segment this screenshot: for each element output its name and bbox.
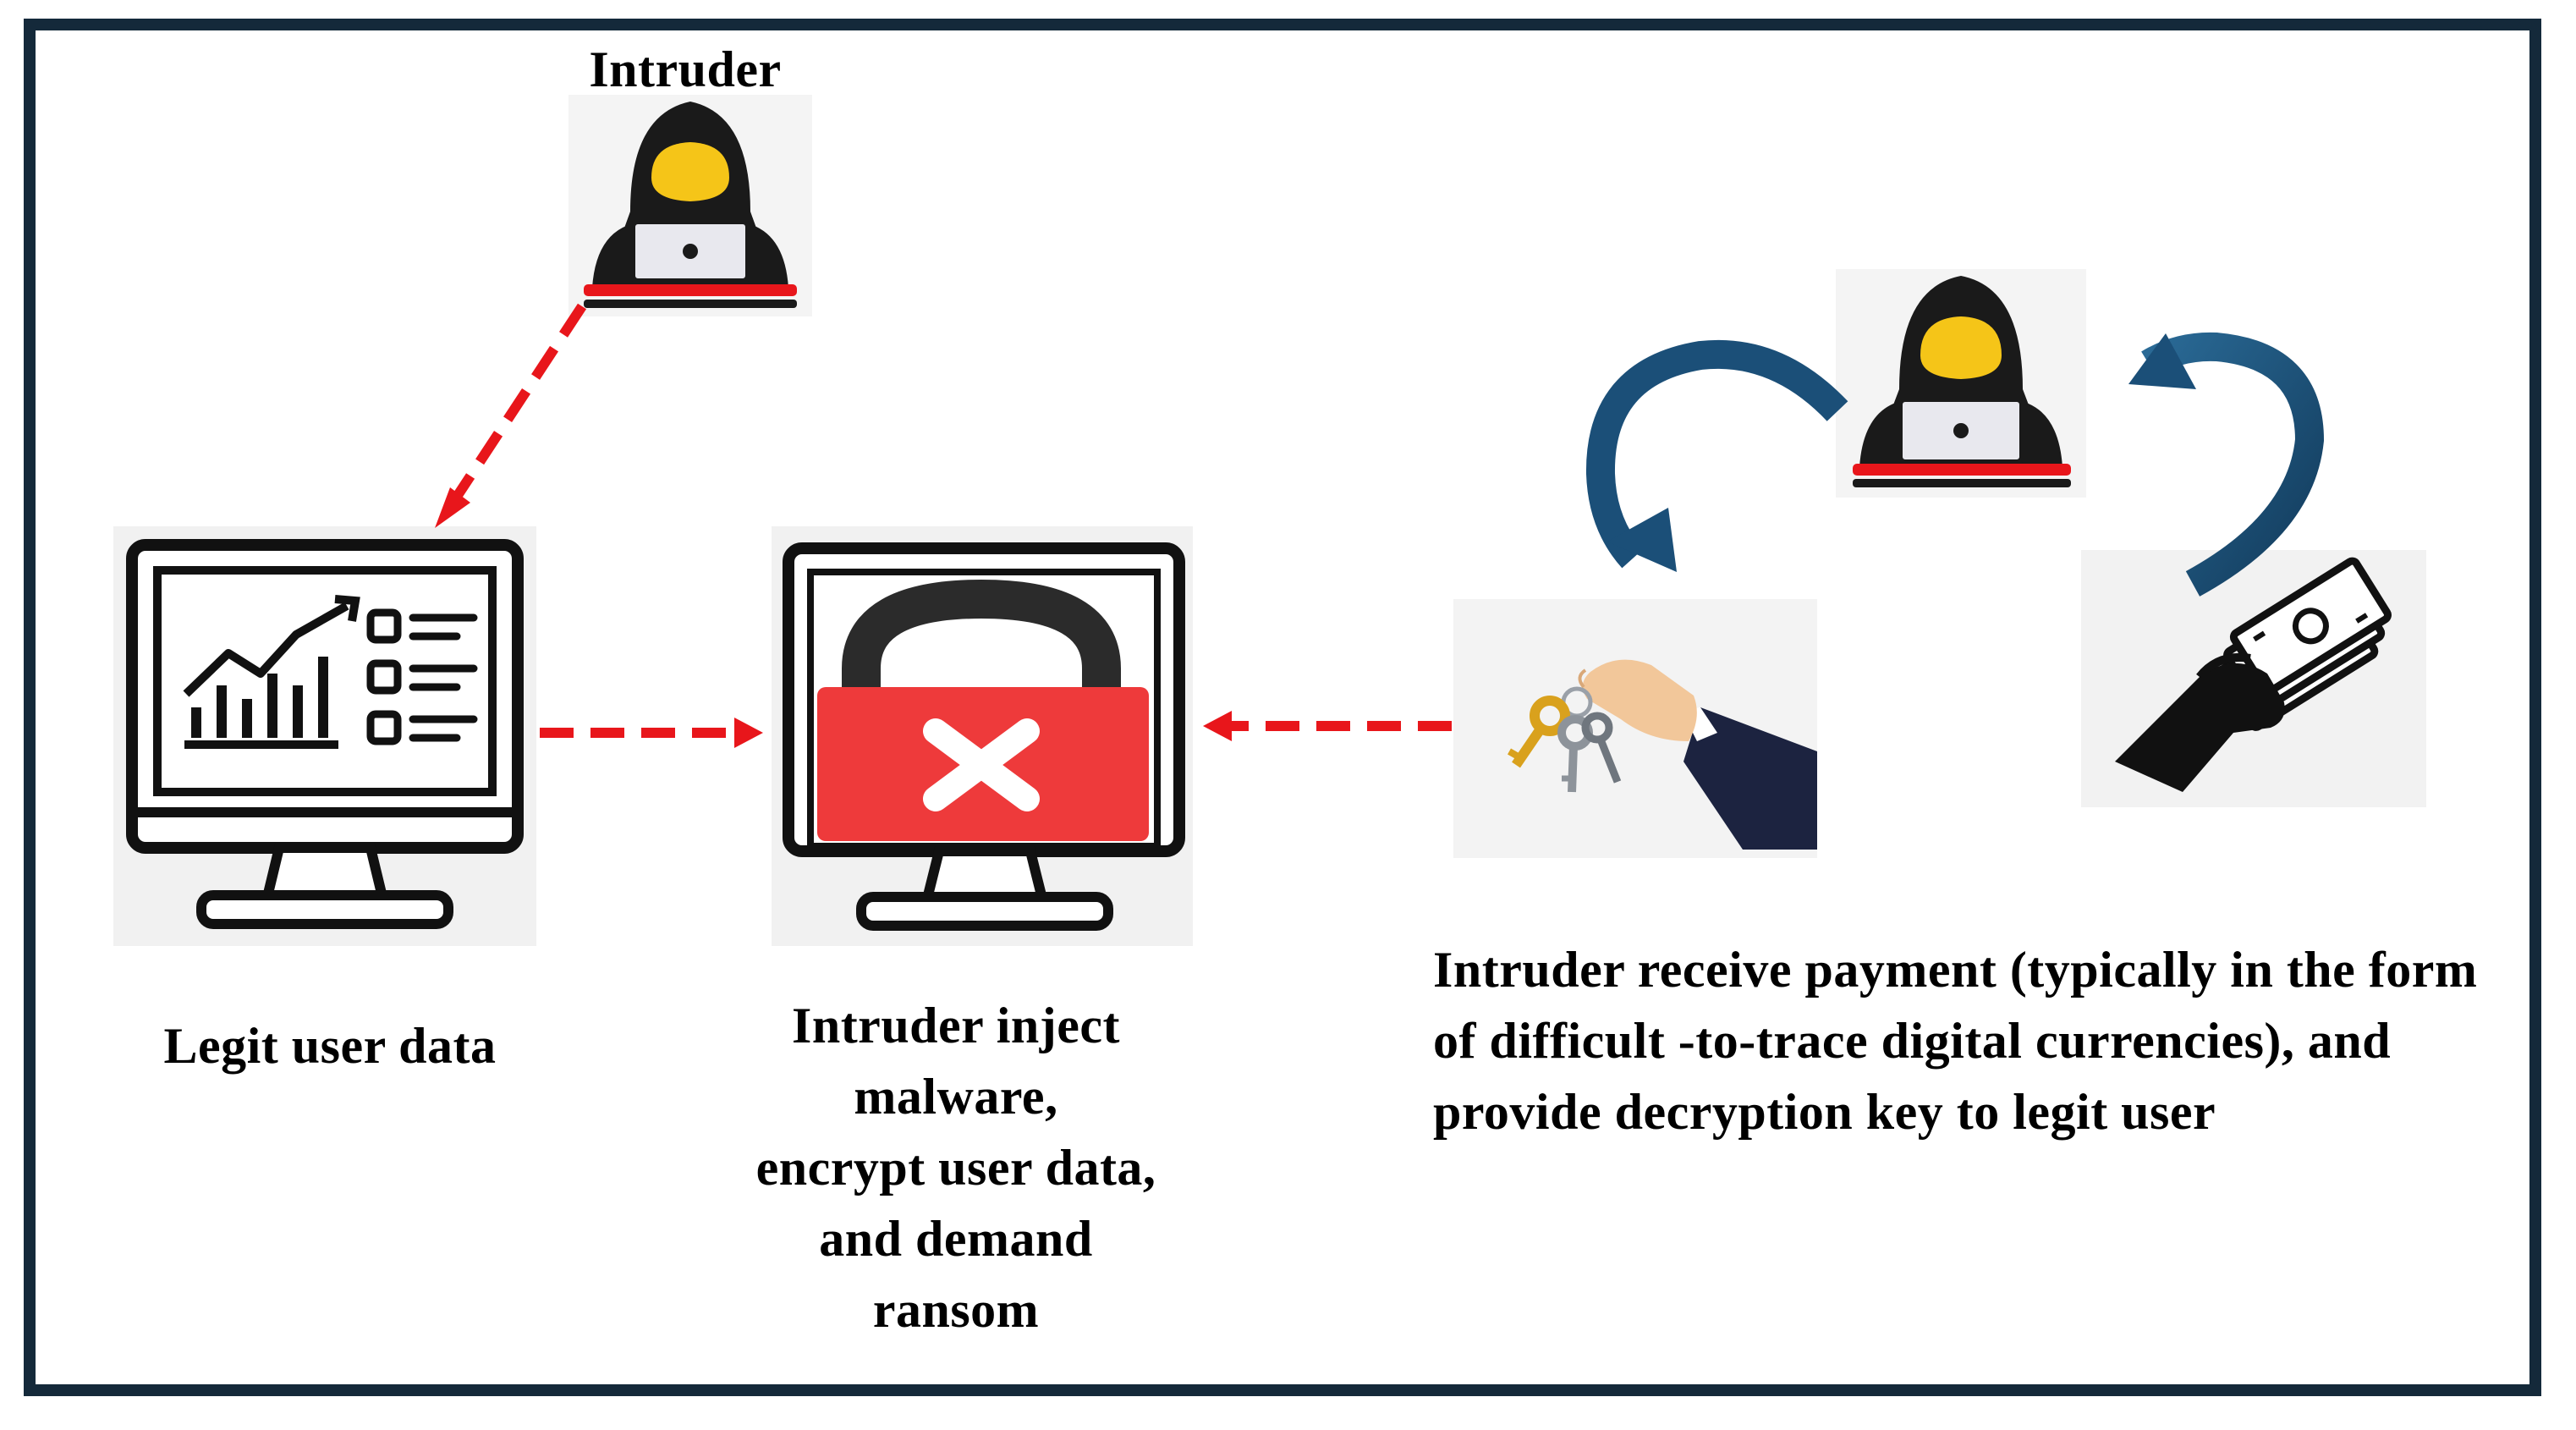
arrow-keys-to-locked	[1203, 711, 1452, 741]
intruder-top-icon	[568, 95, 812, 316]
hand-keys-icon	[1453, 599, 1817, 858]
curved-arrow-right-icon	[2128, 332, 2325, 597]
arrow-intruder-to-legit	[435, 303, 587, 528]
legit-monitor-icon	[113, 526, 536, 946]
intruder-right-icon	[1836, 269, 2086, 498]
curved-arrow-left-icon	[1585, 339, 1848, 572]
hand-cash-icon	[2081, 550, 2426, 807]
intruder-title: Intruder	[589, 41, 782, 97]
payment-caption: Intruder receive payment (typically in t…	[1433, 942, 2478, 1140]
legit-user-data-caption: Legit user data	[163, 1018, 497, 1074]
inject-malware-caption: Intruder inject malware, encrypt user da…	[755, 998, 1156, 1338]
arrow-legit-to-locked	[540, 718, 763, 748]
locked-monitor-icon	[772, 526, 1193, 946]
